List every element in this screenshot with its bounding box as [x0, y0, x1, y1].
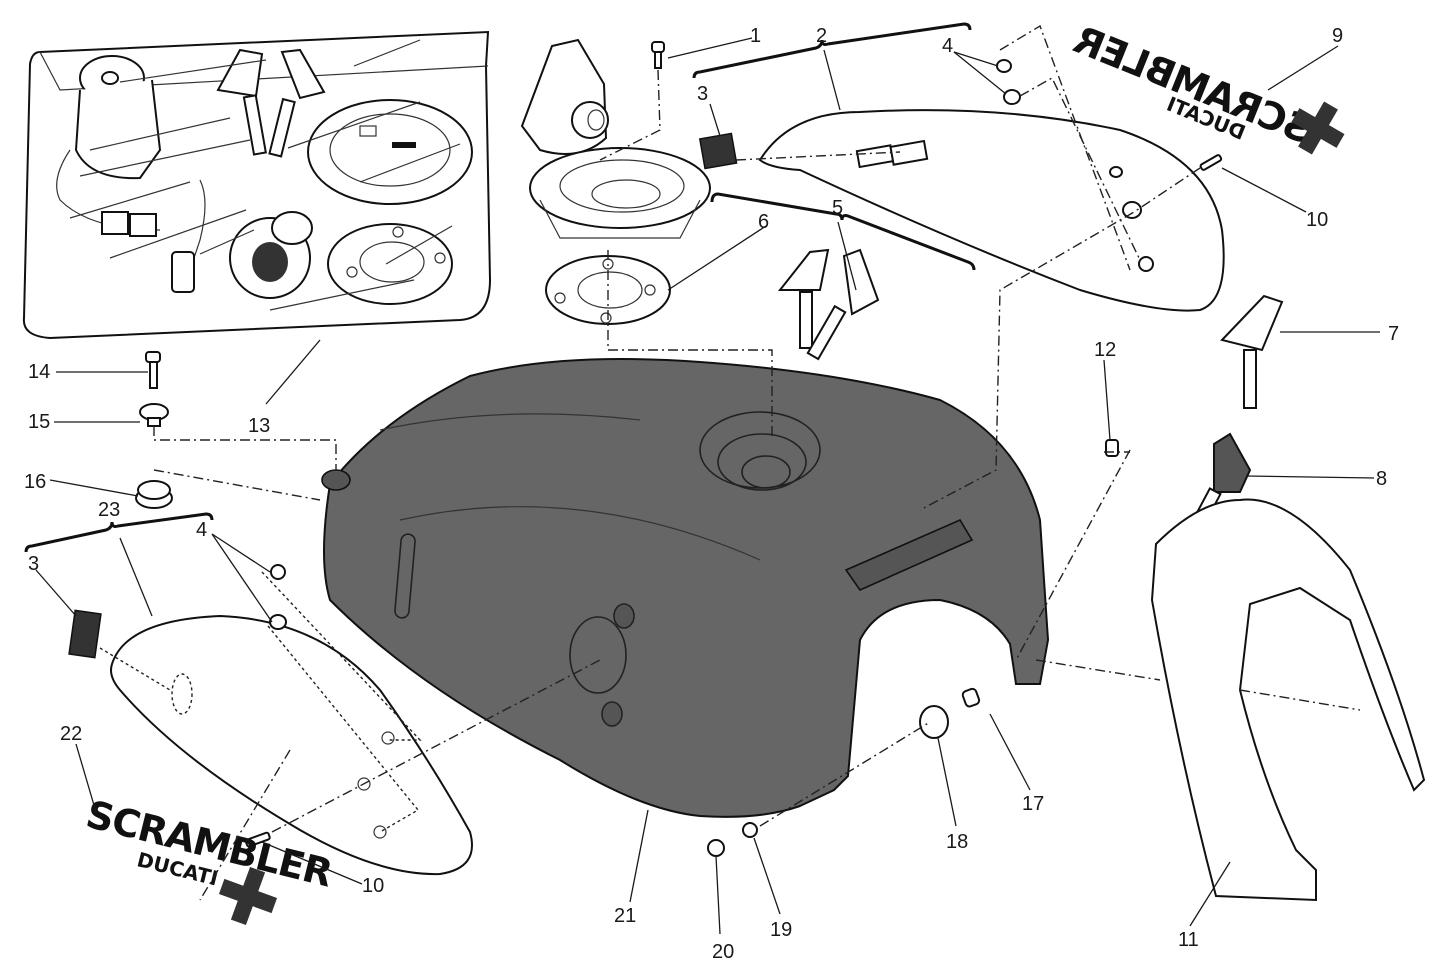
key-7 — [1220, 294, 1284, 409]
callout-2: 2 — [816, 25, 827, 47]
screw-1 — [651, 41, 665, 69]
bracket-2 — [692, 22, 972, 79]
callout-19: 19 — [770, 919, 792, 941]
inset-frame-edge — [39, 51, 489, 91]
callout-18: 18 — [946, 831, 968, 853]
callout-labels: 1 2 3 3 4 4 5 6 7 8 9 10 10 11 12 13 14 … — [24, 25, 1399, 963]
spacer-12 — [1105, 439, 1119, 457]
key-pair-5 — [777, 248, 880, 361]
rear-cover-11 — [1150, 498, 1426, 902]
callout-23: 23 — [98, 499, 120, 521]
callout-5: 5 — [832, 197, 843, 219]
callout-6: 6 — [758, 211, 769, 233]
ignition-switch — [56, 55, 162, 231]
callout-14: 14 — [28, 361, 50, 383]
callout-22: 22 — [60, 723, 82, 745]
inset-fuel-cap — [307, 99, 473, 205]
callout-4-right: 4 — [942, 35, 953, 57]
left-logo-cross-icon — [218, 866, 278, 926]
callout-8: 8 — [1376, 468, 1387, 490]
bracket-23 — [24, 512, 214, 553]
callout-1: 1 — [750, 25, 761, 47]
right-side-panel — [758, 109, 1225, 312]
grommet-16 — [135, 480, 173, 509]
callout-15: 15 — [28, 411, 50, 433]
callout-9: 9 — [1332, 25, 1343, 47]
screw-10-right — [1199, 154, 1223, 171]
callout-4-left: 4 — [196, 519, 207, 541]
fuel-tank-21 — [321, 358, 1050, 818]
callout-21: 21 — [614, 905, 636, 927]
callout-17: 17 — [1022, 793, 1044, 815]
callout-16: 16 — [24, 471, 46, 493]
callout-3-left: 3 — [28, 553, 39, 575]
callout-13: 13 — [248, 415, 270, 437]
inset-keys — [216, 48, 326, 158]
inset-leader-lines — [69, 39, 461, 311]
right-logo-cross-icon — [1291, 101, 1345, 155]
washer-15 — [139, 403, 169, 427]
callout-11: 11 — [1178, 929, 1199, 951]
callout-12: 12 — [1094, 339, 1116, 361]
callout-20: 20 — [712, 941, 734, 963]
leader-lines — [35, 37, 1380, 935]
bolt-14 — [145, 351, 161, 389]
washer-19 — [742, 822, 758, 838]
fuel-cap-assembly — [520, 38, 711, 239]
callout-10-left: 10 — [362, 875, 384, 897]
brackets — [24, 22, 976, 553]
screw-20 — [707, 839, 725, 857]
inset-flange — [327, 223, 453, 305]
callout-10-right: 10 — [1306, 209, 1328, 231]
rubber-mount-18 — [919, 705, 949, 739]
screw-10-left — [244, 831, 271, 848]
connector — [101, 179, 206, 293]
callout-3-right: 3 — [697, 83, 708, 105]
inset-lock-cylinder — [229, 211, 313, 299]
lock-set-inset — [22, 30, 492, 340]
left-side-panel — [110, 564, 473, 876]
assembly-lines — [99, 24, 1361, 901]
adhesive-pad-3-right — [698, 132, 738, 170]
callout-7: 7 — [1388, 323, 1399, 345]
grommets-4-right — [996, 59, 1021, 105]
bracket-5 — [710, 192, 976, 271]
bushing-17 — [961, 687, 981, 708]
adhesive-pad-3-left — [68, 609, 102, 659]
